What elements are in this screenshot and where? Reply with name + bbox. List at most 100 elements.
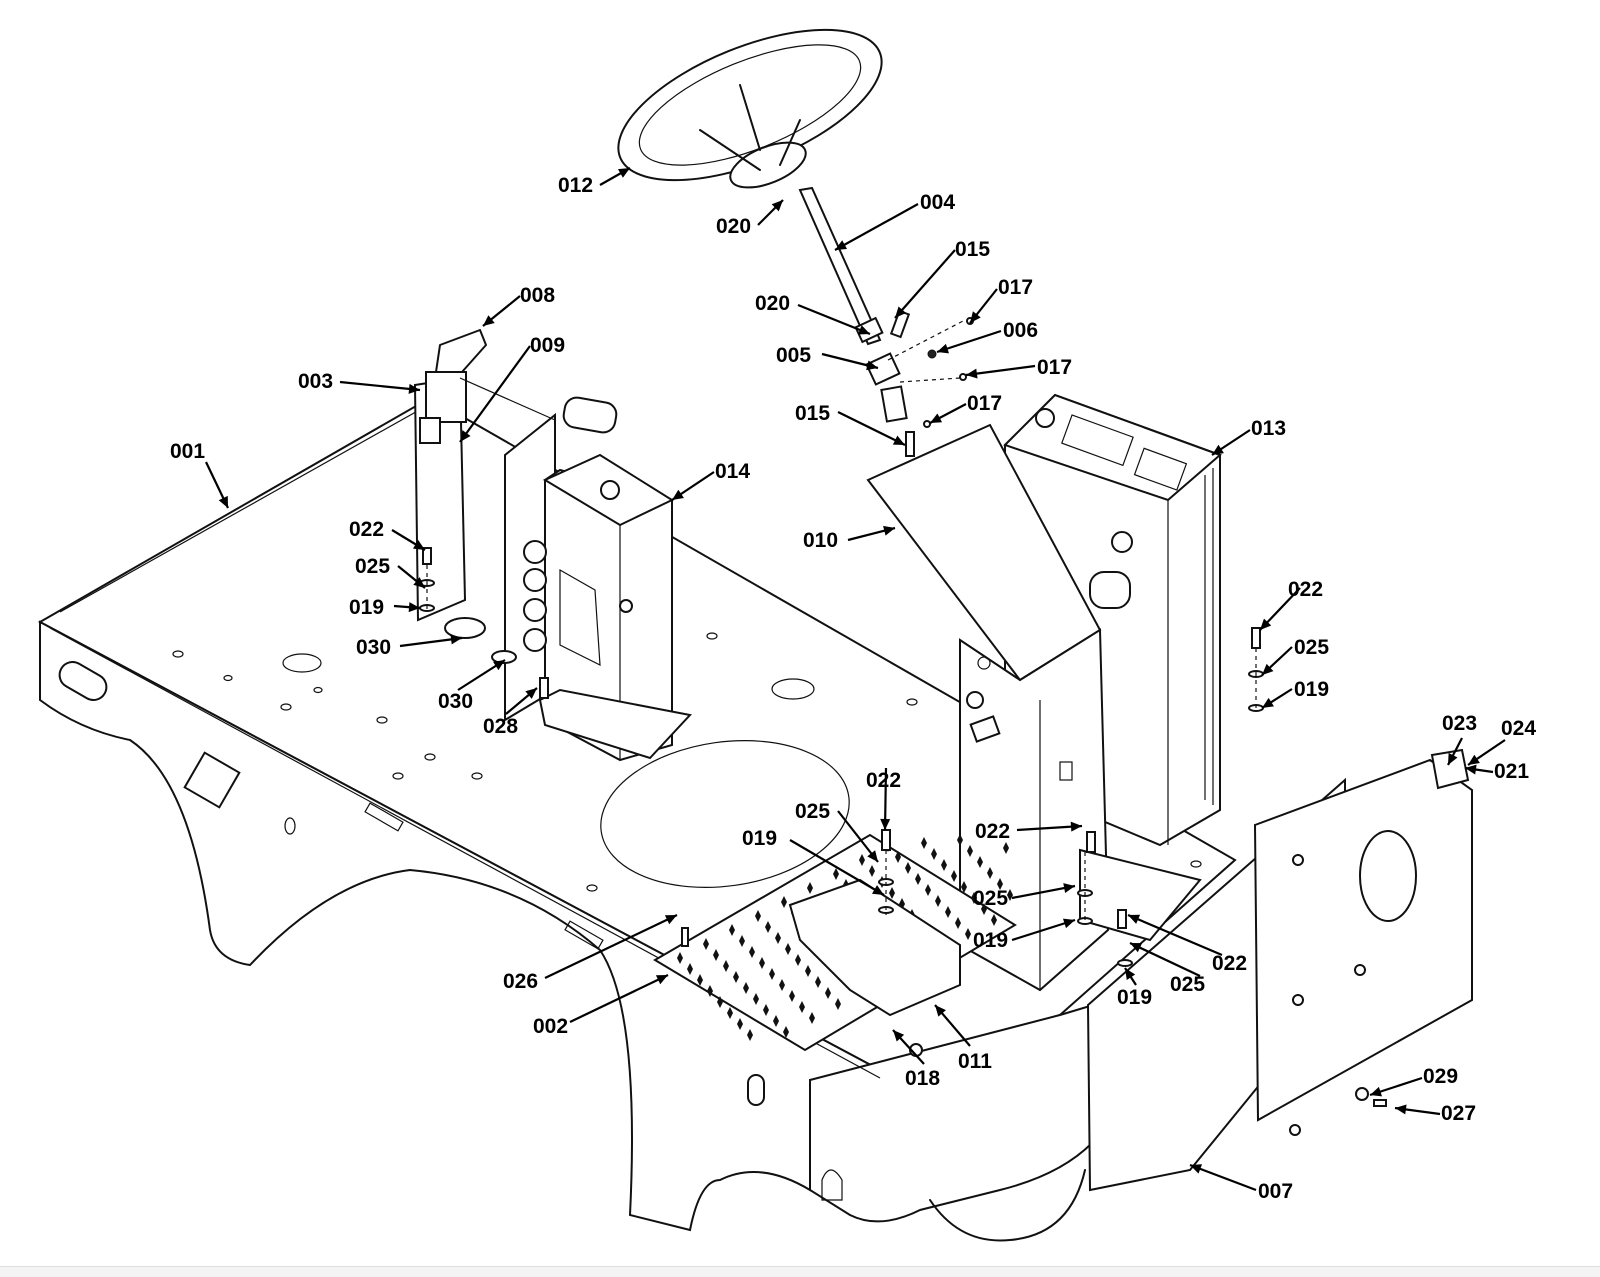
tread-diamond [727,1007,733,1019]
tread-diamond [737,1018,743,1030]
tread-diamond [835,998,841,1010]
tread-diamond [889,887,895,899]
leader-arrowhead [930,413,943,423]
tread-diamond [749,946,755,958]
leader-arrowhead [866,360,878,371]
leader-arrowhead [1465,764,1477,775]
tread-diamond [677,952,683,964]
leader-arrowhead [1260,618,1272,630]
leader-arrowhead [857,325,870,335]
leader-line-015 [894,249,956,319]
tread-diamond [981,903,987,915]
tread-diamond [1007,889,1013,901]
part-callout-021: 021 [1494,760,1529,783]
leader-line-003 [339,380,421,392]
part-callout-022: 022 [866,769,901,792]
tread-diamond [895,851,901,863]
leader-arrowhead [970,311,981,323]
part-callout-022: 022 [349,518,384,541]
leader-arrowhead [895,306,907,318]
tread-diamond [915,873,921,885]
tread-diamond [781,896,787,908]
tread-diamond [809,1012,815,1024]
leader-line-004 [834,203,919,251]
page-footer-strip [0,1266,1600,1277]
leader-arrowhead [408,383,420,394]
part-callout-010: 010 [803,529,838,552]
leader-arrowhead [966,368,978,379]
callout-layer: 0010020030040050060070080090100110120130… [170,167,1536,1203]
tread-diamond [931,848,937,860]
tread-diamond [789,990,795,1002]
part-callout-018: 018 [905,1067,940,1090]
leader-arrowhead [617,168,630,178]
leader-arrowhead [1395,1104,1407,1115]
tread-diamond [941,859,947,871]
part-callout-030: 030 [356,636,391,659]
leader-arrowhead [1128,914,1141,924]
tread-diamond [733,971,739,983]
part-callout-024: 024 [1501,717,1536,740]
tread-diamond [965,928,971,940]
leader-line-006 [936,329,1002,354]
tread-diamond [799,1001,805,1013]
leader-arrowhead [460,430,471,442]
leader-arrowhead [1130,943,1143,953]
tread-diamond [759,957,765,969]
tread-diamond [743,982,749,994]
leader-line-019 [789,839,885,896]
leader-arrowhead [893,1030,905,1042]
leader-arrowhead [1370,1086,1383,1097]
tread-diamond [951,870,957,882]
tread-diamond [775,932,781,944]
tread-diamond [815,976,821,988]
leader-arrowhead [218,495,228,508]
tread-diamond [905,862,911,874]
tread-diamond [925,884,931,896]
leader-arrowhead [867,850,878,862]
part-callout-019: 019 [349,596,384,619]
leader-line-025 [1129,942,1201,977]
part-callout-027: 027 [1441,1102,1476,1125]
leader-arrowhead [1448,752,1458,765]
tread-diamond [697,974,703,986]
tread-diamond [977,856,983,868]
leader-arrowhead [408,602,420,613]
part-callout-014: 014 [715,460,750,483]
part-callout-025: 025 [355,555,390,578]
leader-arrowhead [493,660,505,671]
leader-arrowhead [835,240,848,250]
tread-diamond [707,985,713,997]
part-callout-017: 017 [967,392,1002,415]
leader-line-002 [569,974,669,1023]
leader-arrowhead [1190,1164,1203,1174]
side-panel-007 [1086,748,1473,1192]
part-callout-019: 019 [742,827,777,850]
tread-diamond [729,924,735,936]
part-callout-004: 004 [920,191,955,214]
tread-diamond [747,1029,753,1041]
leader-arrowhead [1262,697,1274,708]
tread-diamond [795,954,801,966]
part-callout-019: 019 [1117,986,1152,1009]
leader-arrowhead [525,688,537,699]
seat-column-010 [866,423,1110,992]
leader-arrowhead [935,1005,946,1017]
part-callout-003: 003 [298,370,333,393]
part-callout-022: 022 [1288,578,1323,601]
leader-arrowhead [1212,444,1224,455]
part-callout-025: 025 [1294,636,1329,659]
tread-diamond [723,960,729,972]
part-callout-015: 015 [955,238,990,261]
part-callout-023: 023 [1442,712,1477,735]
tread-diamond [1003,842,1009,854]
leader-arrowhead [672,489,684,500]
leader-arrowhead [892,435,905,445]
part-callout-019: 019 [1294,678,1329,701]
leader-arrowhead [655,975,668,985]
part-callout-012: 012 [558,174,593,197]
tread-diamond [967,845,973,857]
leader-arrowhead [1468,754,1480,765]
leader-line-007 [1189,1163,1257,1192]
